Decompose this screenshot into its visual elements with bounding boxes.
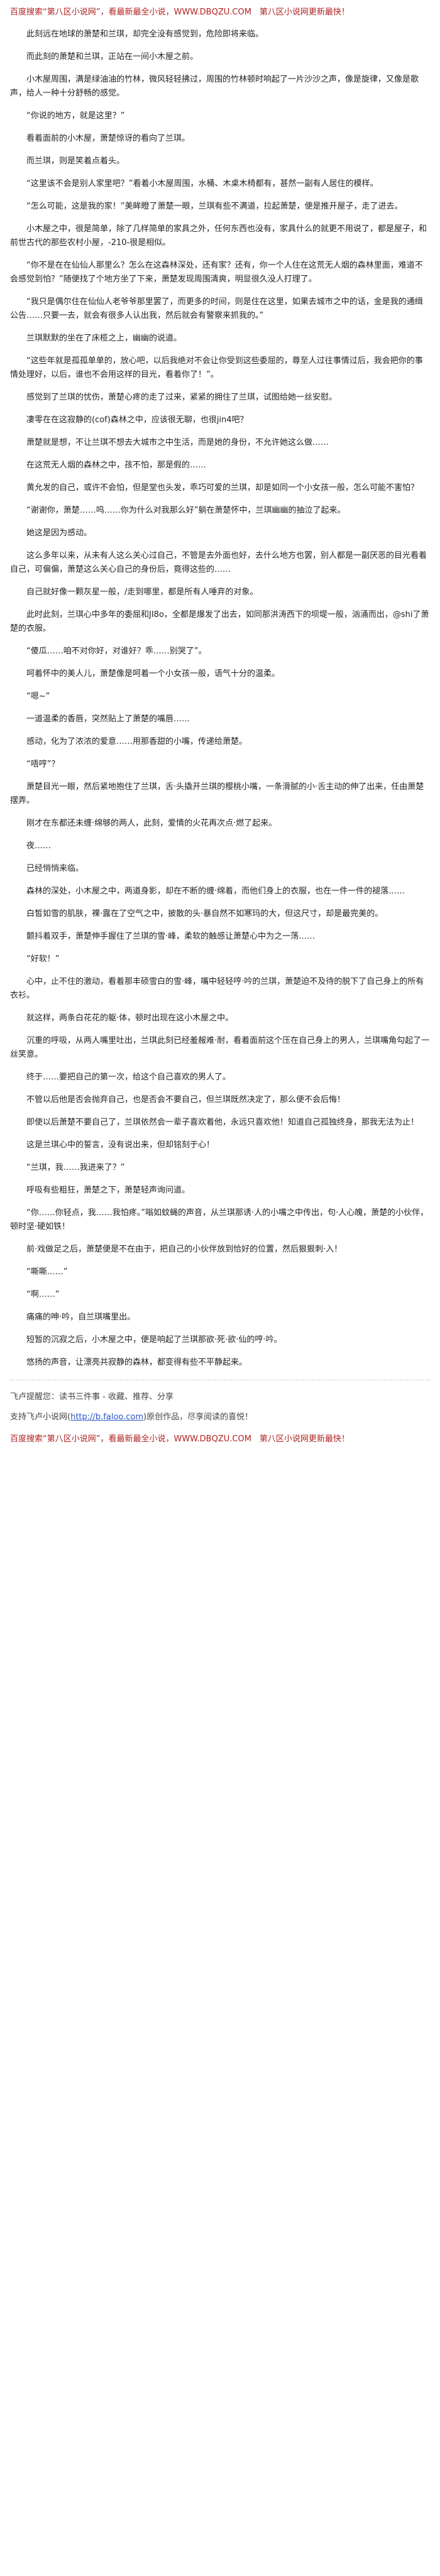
paragraph: 感觉到了兰琪的忧伤，萧楚心疼的走了过来，紧紧的拥住了兰琪，试图给她一丝安慰。: [26, 393, 338, 402]
paragraph: 刚才在东都还未缠·绵够的两人，此刻，爱情的火花再次点·燃了起来。: [26, 819, 277, 828]
footer-promo: 飞卢提醒您：读书三件事 - 收藏、推荐、分享: [10, 1392, 173, 1402]
paragraph: 萧楚目光一眼，然后紧地抱住了兰琪，舌·头撬开兰琪的樱桃小嘴，一条滑腻的小·舌主动…: [10, 782, 424, 805]
paragraph: 短暂的沉寂之后，小木屋之中，便是响起了兰琪那欲·死·欲·仙的哼·吟。: [26, 1335, 282, 1345]
paragraph: “嗯~”: [26, 692, 50, 701]
paragraph: 兰琪默默的坐在了床榄之上，幽幽的说道。: [26, 334, 182, 343]
chapter-content: 此刻远在地球的萧楚和兰琪，却完全没有感觉到，危险即将来临。而此刻的萧楚和兰琪，正…: [10, 28, 430, 1370]
paragraph: “你不是在在仙仙人那里么？怎么在这森林深处，还有家？还有，你一个人住在这荒无人烟…: [10, 261, 423, 284]
header-banner: 百度搜索“第八区小说网”，看最新最全小说，WWW.DBQZU.COM 第八区小说…: [10, 8, 349, 17]
paragraph: “这些年就是孤孤单单的，放心吧，以后我绝对不会让你受到这些委屈的，尊至人过往事情…: [10, 356, 423, 379]
paragraph: 终于……要把自己的第一次，给这个自己喜欢的男人了。: [26, 1072, 231, 1082]
paragraph: “嘶嘶……”: [26, 1267, 68, 1277]
paragraph: 呼吸有些粗狂，萧楚之下，萧楚轻声询问道。: [26, 1186, 190, 1195]
footer-support-prefix: 支持飞卢小说网(: [10, 1412, 71, 1422]
paragraph: “怎么可能，这是我的家！”美眸瞪了萧楚一眼，兰琪有些不满道，拉起萧楚，便是推开屋…: [26, 202, 403, 211]
paragraph: 萧楚就是想，不让兰琪不想去大城市之中生活，而是她的身份，不允许她这么做……: [26, 438, 329, 447]
paragraph: 不管以后他是否会抛弃自己，也是否会不要自己，但兰琪既然决定了，那么便不会后悔！: [26, 1095, 346, 1105]
paragraph: 感动，化为了浓浓的爱意……用那香甜的小嘴，传递给萧楚。: [26, 737, 248, 746]
paragraph: 前·戏做足之后，萧楚便是不在由于，把自己的小伙伴放到恰好的位置，然后狠狠刺·入！: [26, 1245, 343, 1254]
footer-support-suffix: )原创作品，尽享阅读的喜悦！: [143, 1412, 253, 1422]
paragraph: “傻瓜……咱不对你好，对谁好？乖……别哭了”。: [26, 647, 207, 656]
paragraph: 白皙如雪的肌肤，裸·露在了空气之中，披散的头·暴自然不如寒玛的大，但这尺寸，却是…: [26, 909, 383, 919]
paragraph: 痛痛的呻·吟，自兰琪嘴里出。: [26, 1313, 136, 1322]
faloo-link[interactable]: http://b.faloo.com: [70, 1412, 144, 1422]
paragraph: 森林的深处，小木屋之中，两道身影，却在不断的缠·绵着，而他们身上的衣服，也在一件…: [26, 887, 405, 896]
paragraph: “啊……”: [26, 1290, 60, 1299]
paragraph: “这里该不会是别人家里吧？”看着小木屋周围，水桶、木桌木椅都有，甚然一副有人居住…: [26, 179, 378, 188]
paragraph: 夜……: [26, 841, 52, 851]
paragraph: 而此刻的萧楚和兰琪，正站在一间小木屋之前。: [26, 52, 199, 62]
paragraph: 凄零在在这寂静的(cof)森林之中，应该很无聊，也很jin4吧？: [26, 415, 248, 425]
paragraph: “你……你轻点，我……我怕疼。”嗡如蚊蝇的声音，从兰琪那诱·人的小嘴之中传出，句…: [10, 1208, 429, 1231]
paragraph: “你说的地方，就是这里？”: [26, 111, 125, 121]
bottom-banner: 百度搜索“第八区小说网”，看最新最全小说，WWW.DBQZU.COM 第八区小说…: [10, 1434, 349, 1444]
paragraph: “唔哼”？: [26, 760, 60, 769]
paragraph: “兰琪，我……我进来了？”: [26, 1163, 125, 1172]
paragraph: 沉重的呼吸，从两人嘴里吐出，兰琪此刻已经羞赧难·耐，看着面前这个压在自己身上的男…: [10, 1036, 430, 1059]
paragraph: “我只是偶尔住在仙仙人老爷爷那里罢了，而更多的时间，则是住在这里，如果去城市之中…: [10, 297, 423, 320]
footer-support: 支持飞卢小说网(http://b.faloo.com)原创作品，尽享阅读的喜悦！: [10, 1411, 430, 1424]
paragraph: 她这是因为感动。: [26, 528, 92, 538]
paragraph: “谢谢你，萧楚……呜……你为什么对我那么好”躺在萧楚怀中，兰琪幽幽的抽泣了起来。: [26, 506, 346, 515]
paragraph: 颤抖着双手，萧楚伸手握住了兰琪的雪·峰，柔软的触感让萧楚心中为之一荡……: [26, 932, 316, 941]
paragraph: 呵着怀中的美人儿，萧楚像是呵着一个小女孩一般，语气十分的温柔。: [26, 669, 280, 679]
paragraph: 已经悄悄来临。: [26, 864, 84, 873]
paragraph: “好软！”: [26, 954, 60, 964]
paragraph: 一道温柔的香唇，突然贴上了萧楚的嘴唇……: [26, 714, 190, 724]
paragraph: 就这样，两条白花花的躯·体，顿时出现在这小木屋之中。: [26, 1013, 234, 1023]
paragraph: 在这荒无人烟的森林之中，孩不怕，那是假的……: [26, 461, 207, 470]
paragraph: 这么多年以来，从未有人这么关心过自己，不管是去外面也好，去什么地方也罢，别人都是…: [10, 551, 427, 574]
paragraph: 看着面前的小木屋，萧楚惊讶的看向了兰琪。: [26, 134, 190, 143]
paragraph: 自己就好像一颗灰星一般，/走到哪里，都是所有人唾弃的对象。: [26, 587, 258, 597]
paragraph: 此刻远在地球的萧楚和兰琪，却完全没有感觉到，危险即将来临。: [26, 30, 264, 39]
paragraph: 这是兰琪心中的誓言，没有说出来，但却铭刻于心！: [26, 1140, 215, 1150]
paragraph: 黄允发的自己，或许不会怕，但是堂也头发，乖巧可爱的兰琪，却是如同一个小女孩一般，…: [26, 483, 419, 493]
paragraph: 此时此刻，兰琪心中多年的委屈和JI8o，全都是爆发了出去，如同那洪涛西下的坝堤一…: [10, 610, 429, 633]
paragraph: 心中，止不住的激动，看着那丰硕雪白的雪·峰，嘴中轻轻哼·吟的兰琪，萧楚迫不及待的…: [10, 977, 424, 1000]
paragraph: 即使以后萧楚不要自己了，兰琪依然会一辈子喜欢着他，永远只喜欢他！知道自己孤独终身…: [26, 1118, 419, 1127]
paragraph: 悠扬的声音，让漂亮共寂静的森林，都变得有些不平静起来。: [26, 1358, 248, 1367]
paragraph: 小木屋周围，满是绿油油的竹林，微风轻轻拂过，周围的竹林顿时响起了一片沙沙之声，像…: [10, 75, 419, 98]
paragraph: 而兰琪，则是笑着点着头。: [26, 156, 125, 166]
paragraph: 小木屋之中，很是简单，除了几样简单的家具之外，任何东西也没有，家具什么的就更不用…: [10, 224, 427, 248]
